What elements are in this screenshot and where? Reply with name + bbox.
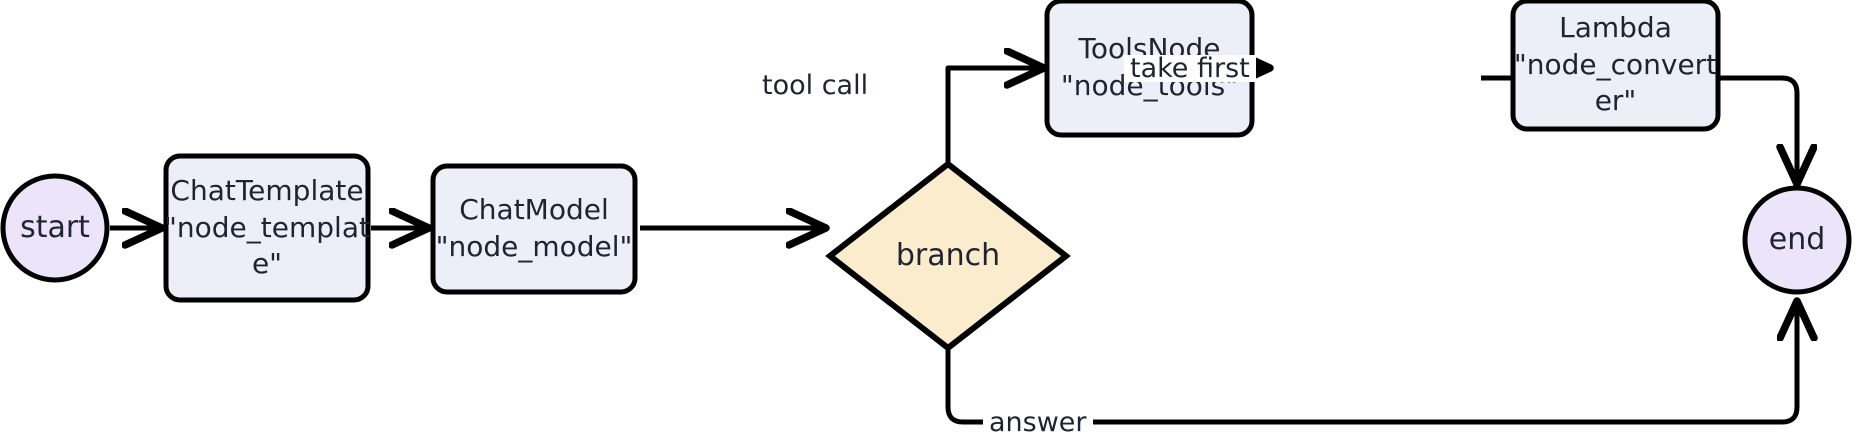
edge-label-take-first: take first [1124,55,1256,82]
edge-label-tool-call: tool call [756,72,875,99]
node-converter[interactable] [1510,0,1721,132]
edge-branch-to-end-answer [945,305,1797,425]
node-end[interactable] [1742,185,1852,295]
edge-label-answer: answer [983,409,1093,436]
edge-converter-to-end [1481,75,1797,180]
edge-branch-to-tools [945,68,1040,164]
node-chat-model[interactable] [430,163,638,295]
node-chat-template[interactable] [163,153,371,303]
node-branch[interactable] [825,160,1071,352]
node-start[interactable] [0,173,110,283]
